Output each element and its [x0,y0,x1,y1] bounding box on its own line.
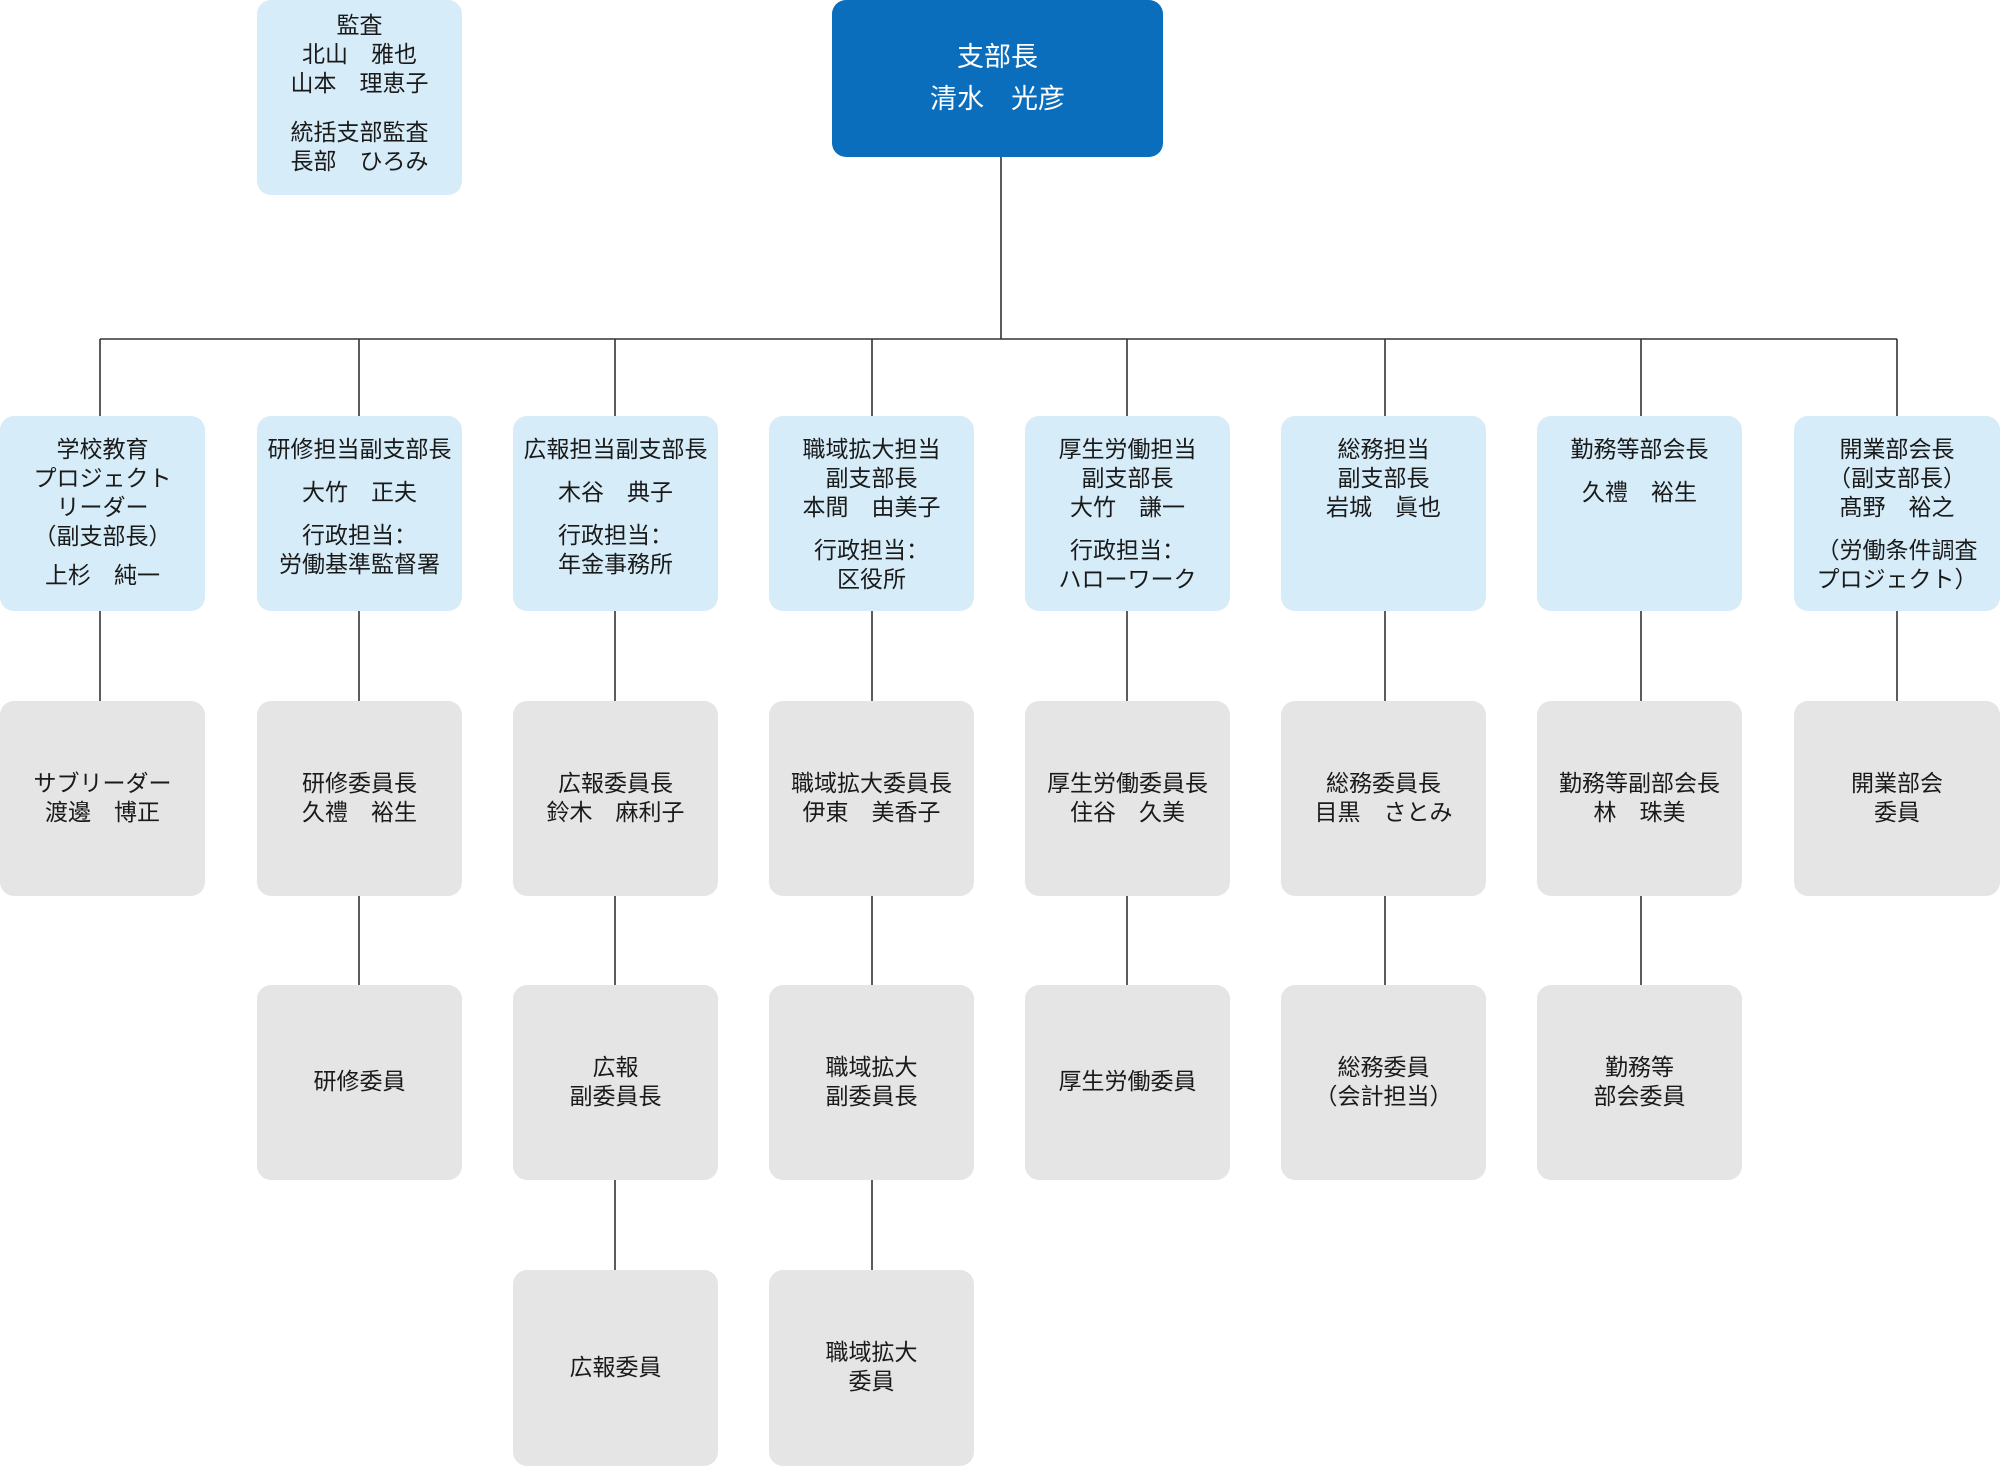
audit-member: 山本 理恵子 [290,71,429,97]
dept-head-name: 木谷 典子 [558,480,673,506]
member-box: 職域拡大委員長 伊東 美香子 [769,701,974,896]
member-line: 林 珠美 [1593,799,1686,826]
member-box: 研修委員長 久禮 裕生 [257,701,462,896]
member-line: （会計担当） [1314,1083,1453,1110]
dept-head-line: 職域拡大担当 [802,437,941,463]
member-box: 勤務等 部会委員 [1537,985,1742,1180]
member-line: 委員 [848,1369,895,1395]
dept-head-school-education: 学校教育 プロジェクト リーダー （副支部長） 上杉 純一 [0,416,205,611]
member-line: 目黒 さとみ [1314,799,1453,826]
audit-title: 監査 [336,13,383,39]
member-box: 開業部会 委員 [1794,701,2000,896]
dept-head-line: プロジェクト） [1816,567,1978,593]
dept-head-line: 厚生労働担当 [1058,437,1197,463]
dept-head-line: 勤務等部会長 [1570,437,1709,463]
member-line: 開業部会 [1851,770,1943,797]
dept-head-name: 本間 由美子 [802,495,941,521]
audit-head-name: 長部 ひろみ [290,149,429,175]
member-box: 広報委員長 鈴木 麻利子 [513,701,718,896]
dept-head-line: （副支部長） [33,524,172,550]
member-box: 広報 副委員長 [513,985,718,1180]
member-line: 広報委員 [569,1354,662,1381]
dept-head-line: プロジェクト [33,466,172,492]
member-line: 職域拡大 [825,1054,918,1081]
member-line: 部会委員 [1593,1083,1686,1110]
dept-head-line: 行政担当： [814,538,929,564]
member-box: 職域拡大 委員 [769,1270,974,1466]
dept-head-name: 久禮 裕生 [1582,480,1697,506]
member-box: 研修委員 [257,985,462,1180]
dept-head-name: 岩城 眞也 [1326,495,1441,521]
member-line: 渡邊 博正 [45,799,160,826]
dept-head-line: 行政担当： [1070,538,1185,564]
dept-head-welfare-labor: 厚生労働担当 副支部長 大竹 謙一 行政担当： ハローワーク [1025,416,1230,611]
dept-head-line: 副支部長 [1337,466,1430,492]
member-line: 副委員長 [569,1083,662,1110]
dept-head-general-affairs: 総務担当 副支部長 岩城 眞也 [1281,416,1486,611]
member-line: 勤務等副部会長 [1559,770,1720,797]
dept-head-line: 行政担当： [302,523,417,549]
dept-head-line: 広報担当副支部長 [523,437,708,463]
dept-head-practice: 開業部会長 （副支部長） 髙野 裕之 （労働条件調査 プロジェクト） [1794,416,2000,611]
chief-title: 支部長 [957,41,1038,73]
dept-head-name: 髙野 裕之 [1839,495,1955,521]
dept-head-line: 行政担当： [558,523,673,549]
member-line: 住谷 久美 [1070,799,1185,826]
member-box: 職域拡大 副委員長 [769,985,974,1180]
dept-head-line: （労働条件調査 [1816,538,1978,564]
member-line: 研修委員長 [302,770,417,797]
dept-head-line: 開業部会長 [1839,437,1955,463]
dept-head-line: 区役所 [837,567,906,593]
dept-head-line: （副支部長） [1828,466,1966,492]
member-line: サブリーダー [33,770,172,797]
member-line: 鈴木 麻利子 [546,799,685,826]
dept-head-line: 副支部長 [825,466,918,492]
dept-head-line: 副支部長 [1081,466,1174,492]
dept-head-job-expansion: 職域拡大担当 副支部長 本間 由美子 行政担当： 区役所 [769,416,974,611]
member-box: サブリーダー 渡邊 博正 [0,701,205,896]
dept-head-name: 上杉 純一 [45,563,160,589]
member-line: 副委員長 [825,1083,918,1110]
member-line: 広報委員長 [558,770,673,797]
dept-head-line: ハローワーク [1058,567,1197,593]
member-box: 厚生労働委員 [1025,985,1230,1180]
dept-head-line: 研修担当副支部長 [267,437,452,463]
chief-box: 支部長 清水 光彦 [832,0,1163,157]
audit-box: 監査 北山 雅也 山本 理恵子 統括支部監査 長部 ひろみ [257,0,462,195]
audit-head-title: 統括支部監査 [290,120,429,146]
dept-head-name: 大竹 謙一 [1070,495,1185,521]
member-line: 広報 [592,1054,639,1081]
member-box: 勤務等副部会長 林 珠美 [1537,701,1742,896]
member-line: 伊東 美香子 [802,799,941,826]
member-line: 厚生労働委員長 [1047,770,1208,797]
member-line: 総務委員 [1337,1054,1430,1081]
member-line: 総務委員長 [1326,770,1441,797]
member-box: 厚生労働委員長 住谷 久美 [1025,701,1230,896]
member-box: 総務委員 （会計担当） [1281,985,1486,1180]
dept-head-training: 研修担当副支部長 大竹 正夫 行政担当： 労働基準監督署 [257,416,462,611]
member-box: 総務委員長 目黒 さとみ [1281,701,1486,896]
dept-head-line: 学校教育 [56,437,149,463]
member-line: 研修委員 [313,1069,406,1095]
dept-head-name: 大竹 正夫 [302,480,417,506]
dept-head-line: 年金事務所 [558,552,673,578]
member-line: 久禮 裕生 [302,799,417,826]
dept-head-pr: 広報担当副支部長 木谷 典子 行政担当： 年金事務所 [513,416,718,611]
member-box: 広報委員 [513,1270,718,1466]
audit-member: 北山 雅也 [302,42,417,68]
member-line: 職域拡大委員長 [791,770,952,797]
member-line: 職域拡大 [825,1340,918,1366]
dept-head-line: リーダー [56,495,149,521]
dept-head-work-conditions: 勤務等部会長 久禮 裕生 [1537,416,1742,611]
dept-head-line: 総務担当 [1337,437,1430,463]
chief-name: 清水 光彦 [930,83,1065,115]
member-line: 委員 [1874,799,1920,826]
member-line: 勤務等 [1605,1054,1674,1081]
member-line: 厚生労働委員 [1058,1069,1197,1095]
dept-head-line: 労働基準監督署 [279,552,440,578]
